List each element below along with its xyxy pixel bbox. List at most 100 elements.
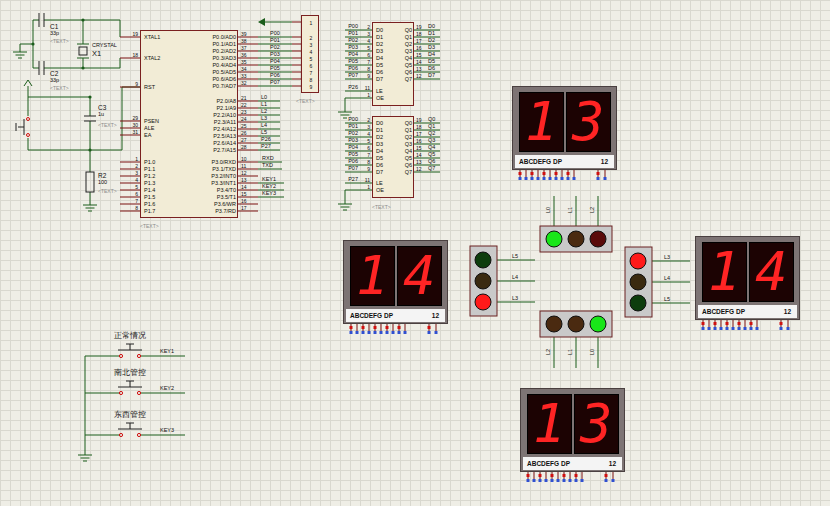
pin-number: 3 [367, 124, 370, 129]
pin-number: 7 [367, 59, 370, 64]
traffic-light [540, 196, 612, 252]
pin-name: P0.3/AD3 [212, 56, 236, 62]
pin-number: 14 [416, 152, 422, 157]
pin-name: D6 [376, 70, 383, 76]
net-label: KEY3 [262, 191, 276, 197]
schematic-stroke [554, 337, 598, 368]
net-label: L3 [261, 116, 267, 122]
schematic-stroke [527, 472, 615, 482]
schematic-stroke [292, 22, 301, 86]
pin-name: D3 [376, 49, 383, 55]
pin-number: 17 [241, 205, 247, 210]
pin-number: 9 [367, 73, 370, 78]
net-label: P01 [348, 124, 358, 130]
net-label: L5 [664, 297, 670, 303]
pin-name: P1.6 [144, 202, 155, 208]
schematic-stroke [81, 18, 84, 21]
text-placeholder: <TEXT> [296, 99, 315, 104]
pin-name: Q3 [405, 142, 412, 148]
pin-number: 35 [241, 59, 247, 64]
pin-number: 5 [367, 138, 370, 143]
pin-number: 13 [416, 66, 422, 71]
net-label: P03 [348, 45, 358, 51]
pin-name: P0.1/AD1 [212, 42, 236, 48]
net-label: L2 [546, 349, 552, 355]
pin-number: 7 [310, 71, 313, 76]
pin-name: P1.4 [144, 188, 155, 194]
pin-name: P3.1/TXD [212, 167, 236, 173]
pin-number: 8 [310, 78, 313, 83]
net-label: P01 [270, 38, 280, 44]
pin-name: D0 [376, 28, 383, 34]
pin-name: D7 [376, 170, 383, 176]
schematic-stroke [31, 42, 34, 45]
net-label: D7 [428, 73, 435, 79]
net-label: L0 [590, 349, 596, 355]
net-label: KEY1 [262, 177, 276, 183]
pin-name: D6 [376, 163, 383, 169]
schematic-stroke [16, 116, 96, 135]
pin-name: P3.7/RD [215, 209, 236, 215]
pin-number: 8 [367, 66, 370, 71]
net-label: L2 [590, 207, 596, 213]
pin-number: 38 [241, 38, 247, 43]
pin-name: D3 [376, 142, 383, 148]
pin-name: P2.4/A12 [213, 127, 236, 133]
pin-number: 17 [416, 38, 422, 43]
pin-name: Q4 [405, 149, 412, 155]
pin-number: 13 [241, 177, 247, 182]
schematic-stroke [475, 294, 491, 310]
pin-name: D7 [376, 77, 383, 83]
pin-name: P3.4/T0 [217, 188, 236, 194]
schematic-stroke [546, 316, 562, 332]
schematic-stroke [519, 170, 607, 180]
pin-name: P3.6/WR [214, 202, 236, 208]
pin-number: 15 [416, 145, 422, 150]
net-label: L5 [261, 130, 267, 136]
schematic-stroke [568, 231, 584, 247]
pin-name: Q5 [405, 63, 412, 69]
pin-number: 14 [241, 184, 247, 189]
pin-number: 31 [132, 129, 138, 134]
pin-number: 33 [241, 73, 247, 78]
pin-name: P1.0 [144, 160, 155, 166]
text-placeholder: <TEXT> [50, 39, 69, 44]
net-label: Q5 [428, 152, 435, 158]
pin-number: 34 [241, 66, 247, 71]
pin-name: P1.5 [144, 195, 155, 201]
pin-number: 4 [135, 177, 138, 182]
pin-name: P2.0/A8 [216, 99, 236, 105]
pin-number: 5 [310, 57, 313, 62]
net-label: L3 [512, 296, 518, 302]
pin-number: 3 [310, 43, 313, 48]
net-label: D3 [428, 45, 435, 51]
pin-number: 15 [416, 52, 422, 57]
pin-number: 4 [310, 50, 313, 55]
pin-number: 3 [135, 170, 138, 175]
pin-name: P0.5/AD5 [212, 70, 236, 76]
schematic-stroke [20, 20, 120, 68]
pin-number: 24 [241, 116, 247, 121]
net-label: P02 [348, 38, 358, 44]
pin-number: 16 [416, 45, 422, 50]
digit-readout: 13 [533, 397, 627, 451]
pin-name: P3.3/INT1 [211, 181, 236, 187]
pin-name: D5 [376, 63, 383, 69]
net-label: P00 [270, 31, 280, 37]
pin-name: EA [144, 133, 151, 139]
schematic-stroke [119, 354, 122, 357]
net-label: KEY2 [262, 184, 276, 190]
net-label: L0 [261, 95, 267, 101]
latch-chip: D0D1D2D3D4D5D6D7LEOEQ0Q1Q2Q3Q4Q5Q6Q7 [372, 22, 414, 106]
net-label: P26 [261, 137, 271, 143]
net-label: TXD [262, 163, 273, 169]
net-label: L2 [261, 109, 267, 115]
net-label: P03 [348, 138, 358, 144]
schematic-stroke [258, 101, 284, 197]
pin-name: D5 [376, 156, 383, 162]
net-label: L3 [664, 255, 670, 261]
pin-number: 2 [367, 24, 370, 29]
schematic-stroke [470, 246, 497, 316]
text-placeholder: <TEXT> [140, 224, 159, 229]
pin-name: PSEN [144, 119, 159, 125]
